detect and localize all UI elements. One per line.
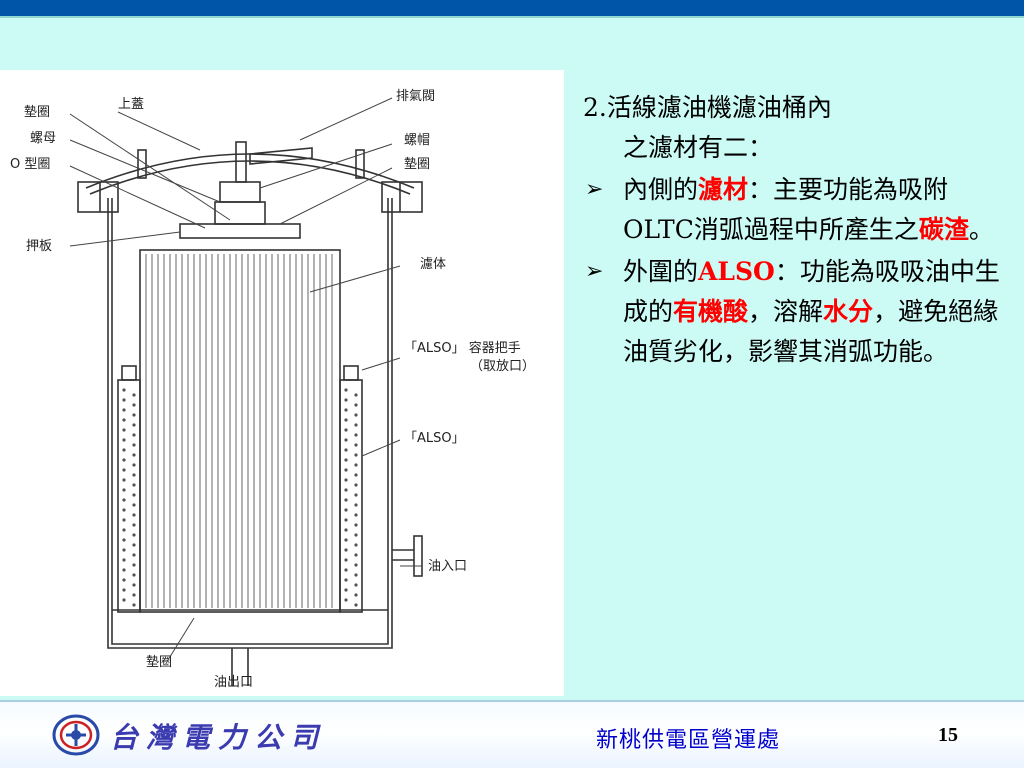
filter-tank-diagram: 墊圈 螺母 O 型圈 上蓋 排氣閥 螺帽 墊圈 押板 濾体 「ALSO」 容器把… [0,70,564,696]
bullet1-pre: 內側的 [623,175,699,204]
label-oil-outlet: 油出口 [214,675,253,690]
top-banner [0,0,1024,18]
label-also: 「ALSO」 [404,431,465,446]
taipower-logo-icon [52,714,100,760]
label-also-handle: 「ALSO」 容器把手 [404,340,521,356]
bullet2-pre: 外圍的 [623,257,699,286]
heading-line-2: 之濾材有二： [623,133,774,162]
bullet2-post: ，避免絕緣油質劣化，影響其消弧功能。 [623,297,999,366]
label-vent-valve: 排氣閥 [396,89,435,104]
label-press-plate: 押板 [26,239,52,254]
footer-band [0,702,1024,768]
bullet2-mid2: ，溶解 [748,297,824,326]
footer: 台灣電力公司 新桃供電區營運處 15 [0,700,1024,770]
heading-line-1: 2.活線濾油機濾油桶內 [583,93,832,122]
bullet2-mid1: ：功能為吸吸油中生成的 [623,257,1000,326]
bullet2-highlight-also: ALSO [698,257,775,286]
label-gasket-bottom: 墊圈 [146,655,172,670]
bullet-also: ➢ 外圍的ALSO：功能為吸吸油中生成的有機酸，溶解水分，避免絕緣油質劣化，影響其… [583,252,1011,372]
arrow-bullet-icon: ➢ [585,177,604,202]
label-gasket-right: 墊圈 [404,157,430,172]
slide-text: 2.活線濾油機濾油桶內 之濾材有二： ➢ 內側的濾材：主要功能為吸附OLTC消弧過… [583,88,1011,372]
label-lid: 上蓋 [118,97,144,112]
label-gasket: 墊圈 [24,105,50,120]
office-name: 新桃供電區營運處 [596,728,781,753]
page-number: 15 [938,724,958,746]
label-cap-nut: 螺帽 [404,132,430,148]
label-oil-inlet: 油入口 [428,559,467,574]
bullet1-mid: ：主要功能為吸附OLTC消弧過程中所產生之 [623,175,949,244]
bullet1-highlight-carbon: 碳渣 [918,215,969,244]
bullet2-highlight-water: 水分 [823,297,874,326]
company-name: 台灣電力公司 [110,721,327,754]
diagram-drawing: 墊圈 螺母 O 型圈 上蓋 排氣閥 螺帽 墊圈 押板 濾体 「ALSO」 容器把… [10,89,535,690]
label-nut: 螺母 [30,131,56,146]
bullet1-highlight-filter: 濾材 [698,175,749,204]
bullet2-highlight-acid: 有機酸 [673,297,749,326]
arrow-bullet-icon: ➢ [585,259,604,284]
bullet1-post: 。 [968,215,994,244]
bullet-filter-media: ➢ 內側的濾材：主要功能為吸附OLTC消弧過程中所產生之碳渣。 [583,170,1011,250]
label-also-handle-note: （取放口） [470,359,535,374]
label-o-ring: O 型圈 [10,157,50,172]
label-filter-body: 濾体 [420,257,446,272]
